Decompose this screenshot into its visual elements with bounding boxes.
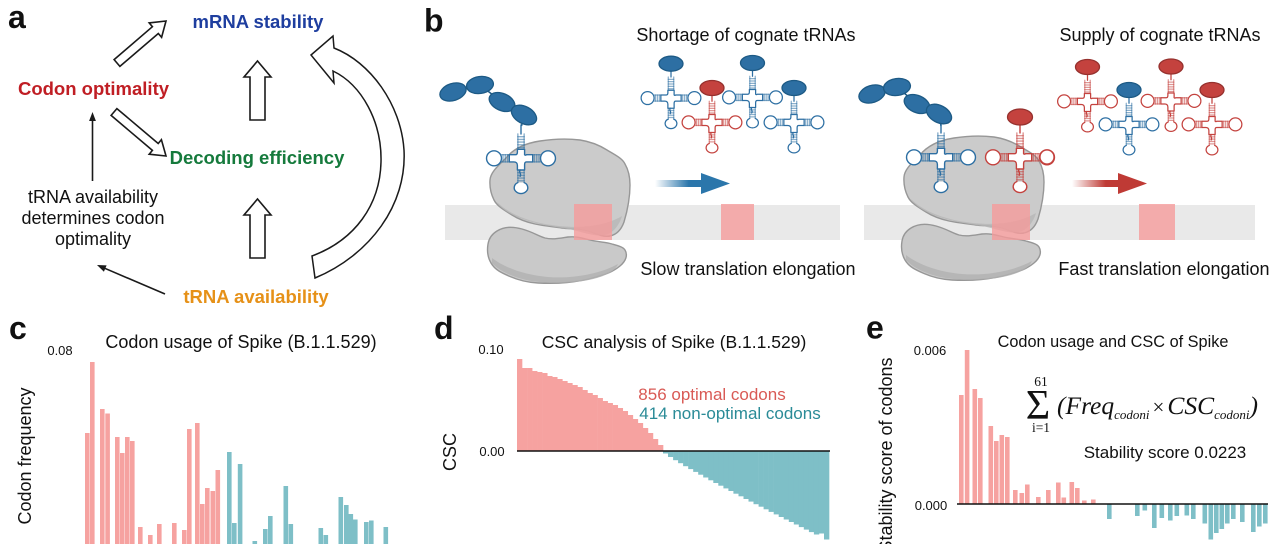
svg-text:Codon optimality: Codon optimality: [18, 78, 170, 99]
svg-text:Decoding efficiency: Decoding efficiency: [170, 147, 345, 168]
svg-text:Supply of cognate tRNAs: Supply of cognate tRNAs: [1059, 25, 1260, 45]
svg-text:Stability score 0.0223: Stability score 0.0223: [1084, 443, 1247, 462]
svg-text:Fast translation elongation: Fast translation elongation: [1058, 259, 1269, 279]
svg-text:414 non-optimal codons: 414 non-optimal codons: [639, 404, 820, 423]
svg-text:e: e: [866, 310, 884, 346]
svg-text:CSC: CSC: [440, 433, 460, 471]
svg-text:c: c: [9, 310, 27, 346]
svg-text:Σ: Σ: [1026, 383, 1050, 429]
svg-text:0.10: 0.10: [478, 342, 503, 357]
svg-text:Codon usage and CSC of Spike: Codon usage and CSC of Spike: [998, 333, 1229, 351]
svg-text:i=1: i=1: [1032, 420, 1050, 435]
svg-text:tRNA availability: tRNA availability: [183, 286, 329, 307]
svg-text:tRNA availability: tRNA availability: [28, 187, 158, 207]
svg-text:Stability score of codons: Stability score of codons: [876, 357, 896, 544]
svg-text:b: b: [424, 3, 444, 39]
svg-text:determines codon: determines codon: [21, 208, 164, 228]
svg-text:CSC analysis of Spike (B.1.1.5: CSC analysis of Spike (B.1.1.529): [542, 332, 807, 352]
svg-text:Slow translation elongation: Slow translation elongation: [640, 259, 855, 279]
svg-text:mRNA stability: mRNA stability: [193, 11, 325, 32]
svg-text:optimality: optimality: [55, 229, 131, 249]
svg-text:0.000: 0.000: [915, 498, 948, 513]
svg-text:61: 61: [1034, 374, 1048, 389]
svg-text:0.00: 0.00: [479, 444, 504, 459]
svg-text:Codon frequency: Codon frequency: [15, 387, 35, 524]
svg-text:Codon usage of Spike (B.1.1.52: Codon usage of Spike (B.1.1.529): [105, 332, 376, 352]
svg-text:856 optimal codons: 856 optimal codons: [638, 385, 785, 404]
svg-text:Shortage of cognate tRNAs: Shortage of cognate tRNAs: [636, 25, 855, 45]
svg-text:d: d: [434, 310, 454, 346]
svg-text:0.006: 0.006: [914, 343, 947, 358]
svg-text:a: a: [8, 0, 26, 35]
svg-text:0.08: 0.08: [47, 343, 72, 358]
